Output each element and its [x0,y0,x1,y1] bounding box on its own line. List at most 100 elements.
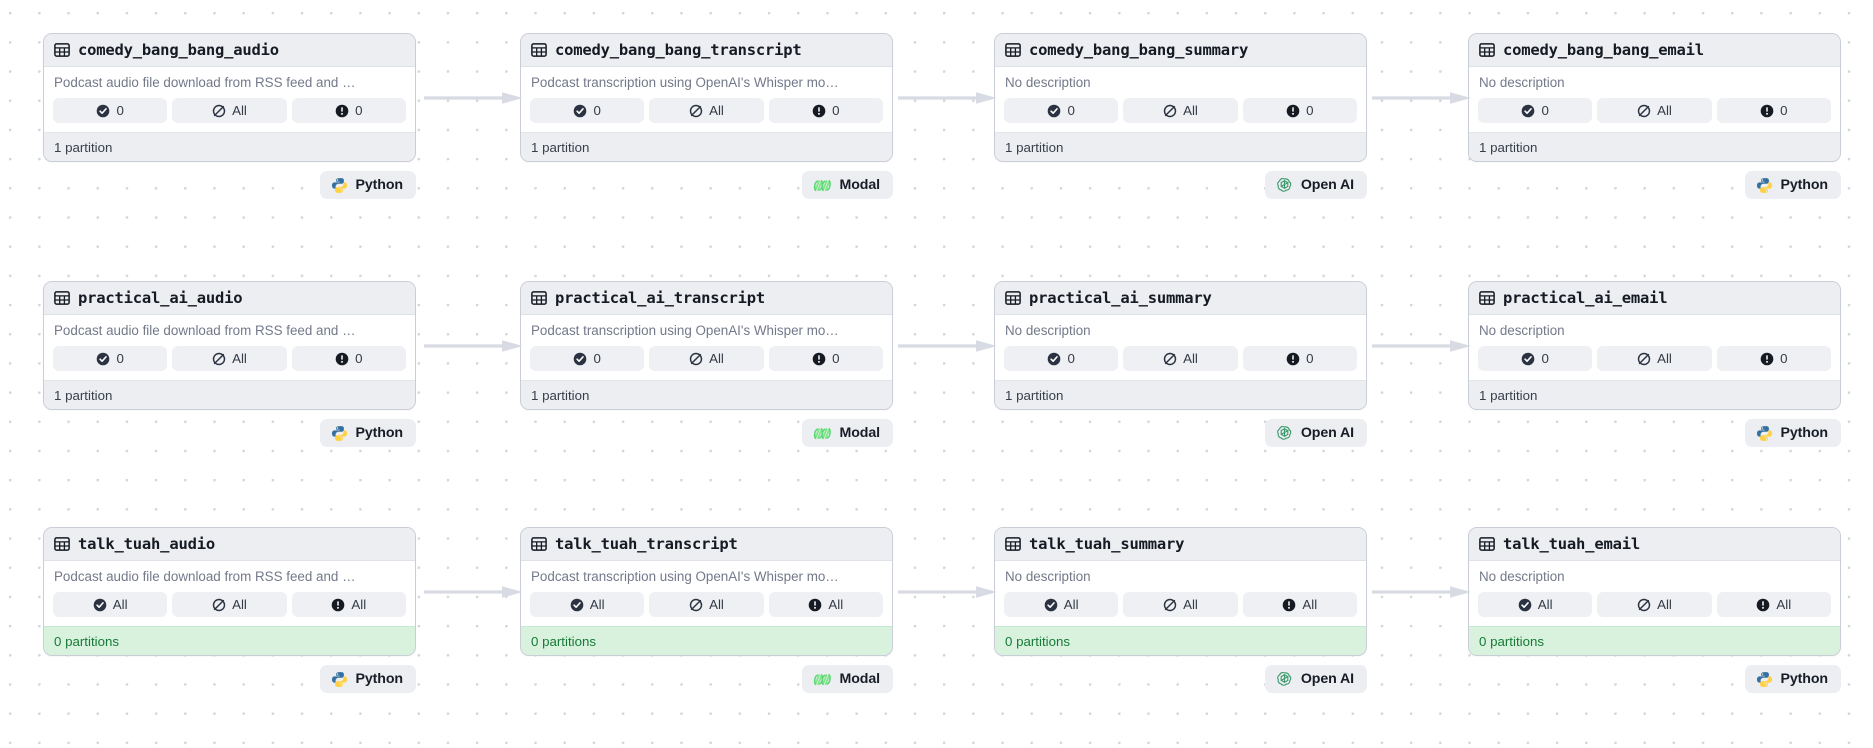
check-circle-icon [1048,104,1061,117]
status-badge-slashed-circle[interactable]: All [649,592,764,617]
status-badge-check-circle[interactable]: 0 [1004,98,1119,123]
status-badge-value: All [709,597,724,612]
status-badge-check-circle[interactable]: 0 [530,98,645,123]
status-badge-exclamation-circle[interactable]: 0 [291,98,406,123]
slashed-circle-icon [1163,352,1177,365]
status-badge-exclamation-circle[interactable]: 0 [291,346,406,371]
asset-card-header[interactable]: practical_ai_email [1469,282,1840,315]
status-badge-value: 0 [593,351,601,366]
tech-pill-python[interactable]: Python [319,171,416,199]
status-badge-check-circle[interactable]: 0 [530,346,645,371]
status-badge-check-circle[interactable]: All [530,592,645,617]
status-badge-check-circle[interactable]: 0 [1004,346,1119,371]
status-badge-slashed-circle[interactable]: All [1597,98,1712,123]
asset-card-header[interactable]: comedy_bang_bang_transcript [521,34,892,67]
status-badge-slashed-circle[interactable]: All [1123,592,1238,617]
status-badge-slashed-circle[interactable]: All [1123,346,1238,371]
asset-card-header[interactable]: practical_ai_summary [995,282,1366,315]
status-badge-exclamation-circle[interactable]: 0 [1242,98,1357,123]
tech-pill-modal[interactable]: Modal [801,419,893,447]
tech-pill-python[interactable]: Python [1744,665,1841,693]
status-badge-slashed-circle[interactable]: All [649,346,764,371]
status-badge-exclamation-circle[interactable]: 0 [1716,98,1831,123]
status-badge-check-circle[interactable]: 0 [53,98,168,123]
status-badge-slashed-circle[interactable]: All [172,346,287,371]
status-badge-exclamation-circle[interactable]: All [768,592,883,617]
status-badge-slashed-circle[interactable]: All [649,98,764,123]
status-badge-slashed-circle[interactable]: All [1123,98,1238,123]
table-icon [531,43,547,57]
tech-pill-open-ai[interactable]: Open AI [1264,419,1367,447]
asset-card-header[interactable]: comedy_bang_bang_audio [44,34,415,67]
status-badge-exclamation-circle[interactable]: 0 [768,346,883,371]
status-badge-exclamation-circle[interactable]: All [1242,592,1357,617]
status-badge-check-circle[interactable]: 0 [1478,346,1593,371]
tech-pill-python[interactable]: Python [319,665,416,693]
status-badge-exclamation-circle[interactable]: 0 [768,98,883,123]
tech-pill-python[interactable]: Python [319,419,416,447]
status-badge-check-circle[interactable]: 0 [53,346,168,371]
tech-pill-python[interactable]: Python [1744,171,1841,199]
arrow-right-icon [1372,586,1471,598]
status-badge-slashed-circle[interactable]: All [1597,592,1712,617]
tech-pill-modal[interactable]: Modal [801,665,893,693]
status-badge-exclamation-circle[interactable]: All [1716,592,1831,617]
asset-partition-footer: 1 partition [1469,132,1840,161]
status-badge-check-circle[interactable]: All [1004,592,1119,617]
status-badge-exclamation-circle[interactable]: 0 [1716,346,1831,371]
openai-logo-icon [1276,425,1292,440]
status-badge-slashed-circle[interactable]: All [172,98,287,123]
tech-pill-label: Modal [839,177,881,193]
asset-card-header[interactable]: talk_tuah_audio [44,528,415,561]
status-badge-check-circle[interactable]: All [1478,592,1593,617]
asset-card-header[interactable]: comedy_bang_bang_summary [995,34,1366,67]
asset-card-header[interactable]: comedy_bang_bang_email [1469,34,1840,67]
asset-status-badges: 0 All 0 [1004,98,1357,123]
asset-card-body: Podcast audio file download from RSS fee… [44,561,415,626]
check-circle-icon [97,352,110,365]
status-badge-check-circle[interactable]: All [53,592,168,617]
tech-pill-modal[interactable]: Modal [801,171,893,199]
status-badge-exclamation-circle[interactable]: All [291,592,406,617]
asset-card-header[interactable]: talk_tuah_summary [995,528,1366,561]
status-badge-check-circle[interactable]: 0 [1478,98,1593,123]
tech-pill-open-ai[interactable]: Open AI [1264,171,1367,199]
status-badge-slashed-circle[interactable]: All [172,592,287,617]
status-badge-value: All [1183,103,1198,118]
asset-description: No description [1005,323,1091,338]
asset-card-header[interactable]: practical_ai_transcript [521,282,892,315]
tech-pill-python[interactable]: Python [1744,419,1841,447]
status-badge-exclamation-circle[interactable]: 0 [1242,346,1357,371]
tech-pill-open-ai[interactable]: Open AI [1264,665,1367,693]
status-badge-slashed-circle[interactable]: All [1597,346,1712,371]
asset-card-header[interactable]: talk_tuah_transcript [521,528,892,561]
asset-card-header[interactable]: talk_tuah_email [1469,528,1840,561]
asset-card-header[interactable]: practical_ai_audio [44,282,415,315]
